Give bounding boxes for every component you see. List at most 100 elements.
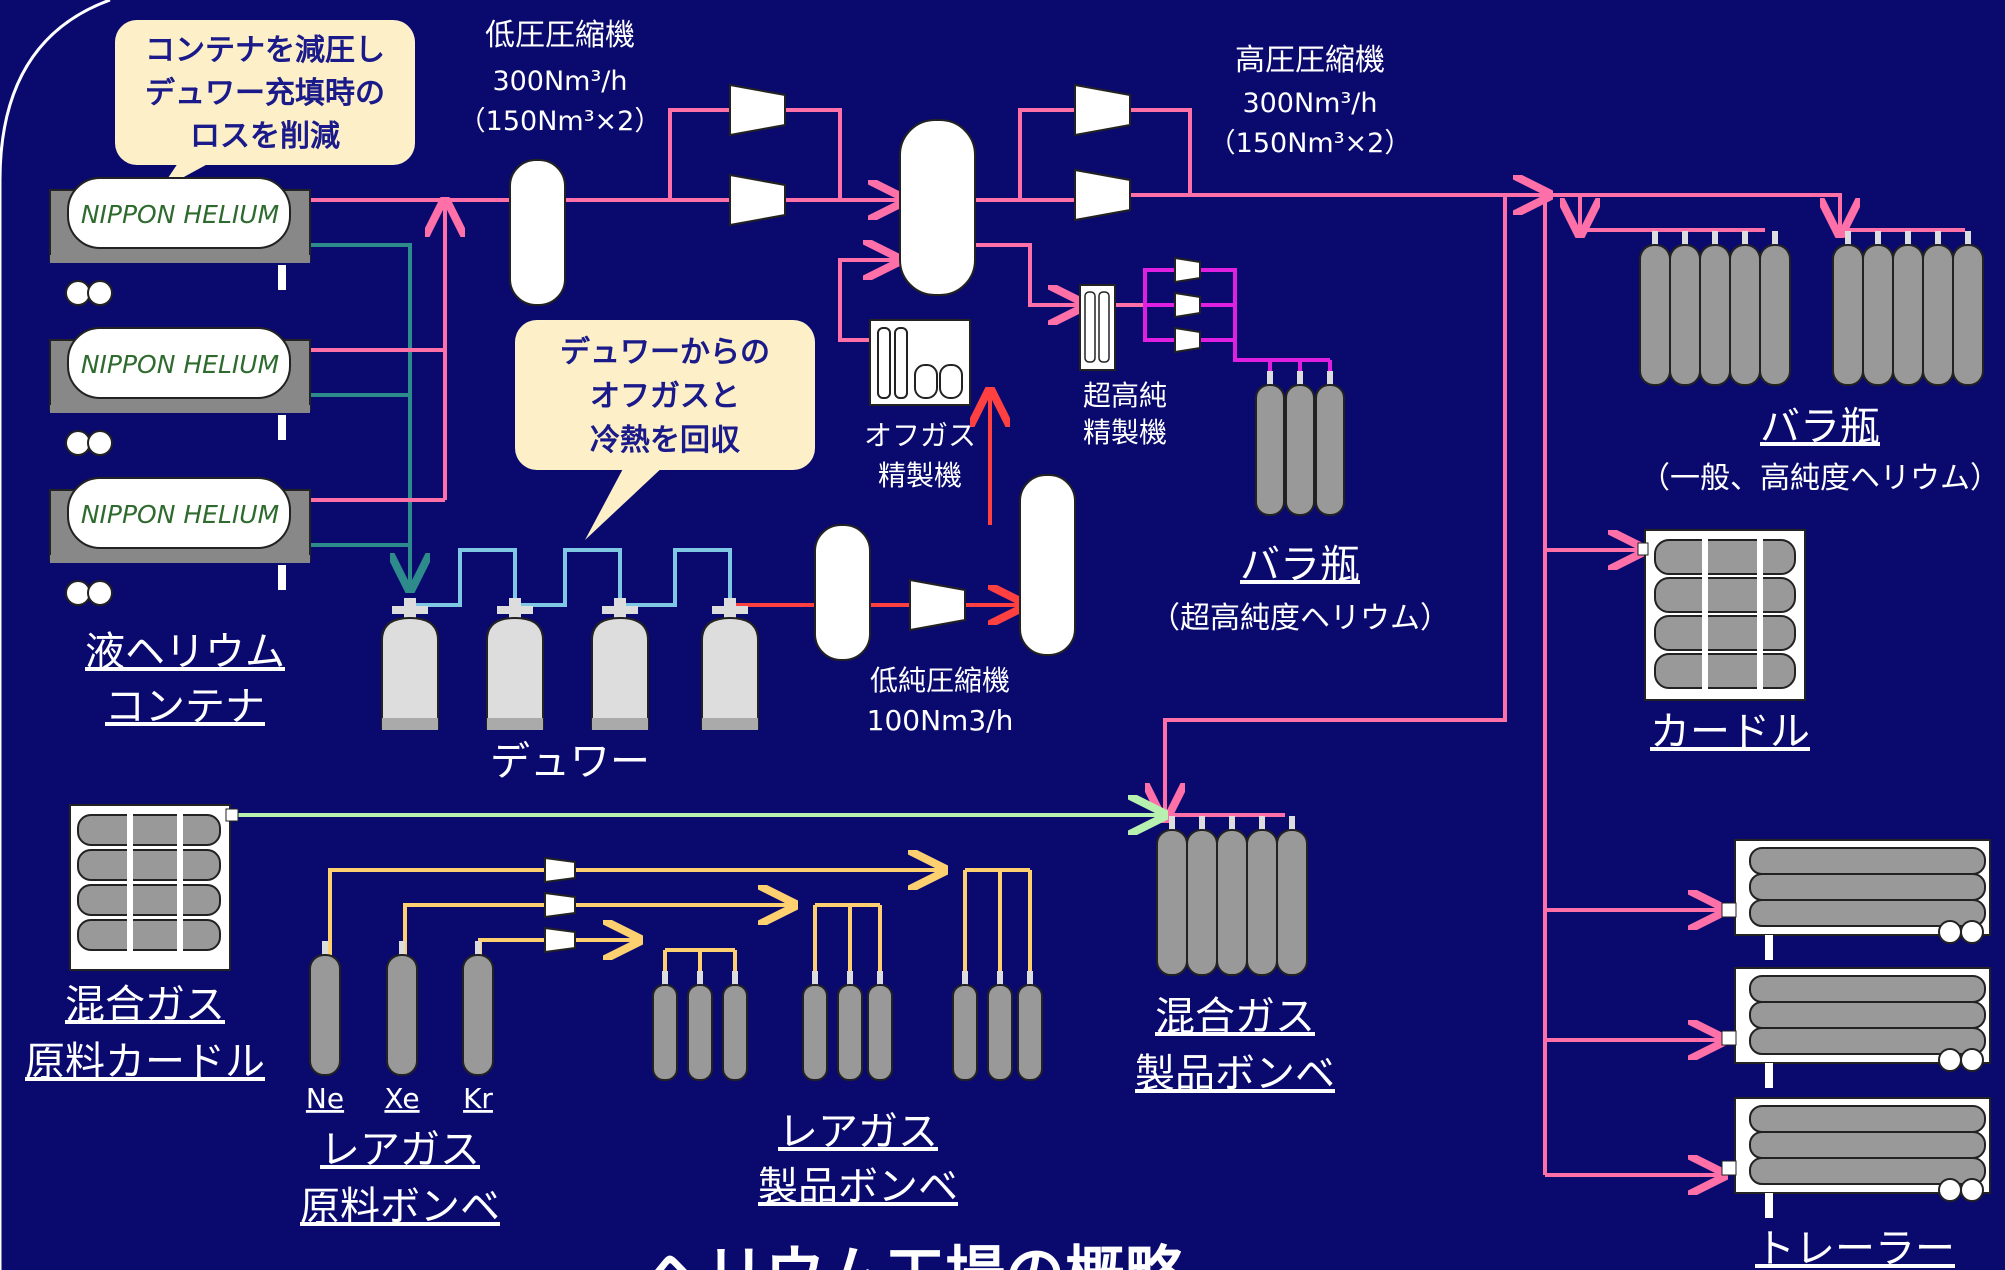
ultra-compressor-icon [1174,326,1201,354]
cylinder-valve [732,971,738,987]
container-stand [278,415,286,440]
gas-cylinder [987,971,1013,1081]
mix-gas-product-label: 混合ガス [1155,994,1315,1040]
gas-cylinder [687,971,713,1081]
offgas-purifier-label: 精製機 [878,459,962,492]
main-gas-holder-tank [899,119,976,296]
cylinder-body [1639,244,1671,386]
trailers [1721,839,1991,1218]
container-brand-text: NIPPON HELIUM [81,500,279,529]
cylinder-valve [475,941,481,957]
cylinder-valve [1027,971,1033,987]
cylinder-valve [962,971,968,987]
callout-text-line: コンテナを減圧し [145,33,385,68]
cylinder-body [1862,244,1894,386]
dewar-vessel [381,598,439,730]
trailer-stand [1765,1063,1773,1088]
general-bottles [1639,231,1984,386]
frame-border [0,0,111,1270]
cylinder-body [867,984,893,1081]
rare-gas-product-label: レアガス [778,1109,938,1155]
trailer-coupler [1721,902,1737,918]
wheel-icon [1960,1048,1984,1072]
rare-gas-name: Ne [306,1082,344,1115]
ultra-purifier [1079,284,1116,371]
container-tank [67,177,291,249]
hp-compressor-label: 高圧圧縮機 [1235,43,1385,78]
rare-gas-source-label: レアガス [320,1127,480,1173]
wheel-icon [1938,920,1962,944]
dewar-body [486,616,544,729]
cylinder-valve [847,971,853,987]
cylinder-body [837,984,863,1081]
rare-gas-source-label: 原料ボンベ [300,1184,500,1230]
gas-cylinder [1669,231,1701,386]
rare-gas-name: Xe [384,1082,419,1115]
gas-cylinder [1156,816,1188,976]
cylinder-valve [322,941,328,957]
gas-cylinder [1952,231,1984,386]
rare-compressor-icon [544,926,576,954]
trailer-tube [1749,1001,1986,1029]
cylinder-body [722,984,748,1081]
lp-compressor-icon [729,83,786,137]
dewar-base [487,718,543,730]
trailer-stand [1765,935,1773,960]
lowpurity-compressor-flow: 100Nm3/h [867,704,1014,737]
cylinder-valve [1259,816,1265,832]
dewar-base [702,718,758,730]
lp-buffer-tank [509,159,566,306]
gas-cylinder [867,971,893,1081]
general-bottles-title: バラ瓶 [1760,404,1880,450]
gas-cylinder [386,941,418,1076]
container-base [50,555,310,563]
cylinder-valve [1682,231,1688,247]
ultra-compressor-icon [1174,291,1201,319]
rare-gas-bottles [309,941,1043,1081]
wheel-icon [1938,1048,1962,1072]
hp-compressor-flow: 300Nm³/h [1242,88,1377,119]
trailer-tube [1749,1027,1986,1055]
cylinder-body [1699,244,1731,386]
cylinder-valve [1965,231,1971,247]
cylinder-body [1922,244,1954,386]
dewar-body [381,616,439,729]
cylinder-body [309,954,341,1076]
cylinder-body [1285,384,1315,516]
cylinder-valve [1289,816,1295,832]
curdle-label: カードル [1650,709,1810,755]
gas-cylinder [1216,816,1248,976]
gas-cylinder [1246,816,1278,976]
cylinder-body [1315,384,1345,516]
cylinder-valve [1712,231,1718,247]
lp-compressor-units: （150Nm³×2） [459,106,662,137]
gas-cylinder [652,971,678,1081]
cylinder-body [687,984,713,1081]
wheel-icon [65,280,91,306]
wheel-icon [1960,920,1984,944]
cylinder-valve [1742,231,1748,247]
dewars [381,598,759,730]
trailer-tube [1749,847,1986,875]
dewar-valve-handle [602,606,638,614]
gas-cylinder [1759,231,1791,386]
callout-text-line: デュワー充填時の [145,76,385,111]
trailer-label: トレーラー [1755,1226,1955,1270]
callout-text-line: オフガスと [590,379,740,414]
dewar-body [701,616,759,729]
cylinder-body [462,954,494,1076]
cylinder-valve [812,971,818,987]
hp-compressor-icon [1074,168,1131,222]
callout-text-line: ロスを削減 [190,119,340,154]
wheel-icon [65,430,91,456]
container-label: 液ヘリウム [85,629,285,675]
trailer-tube [1749,873,1986,901]
ultra-purifier-label: 精製機 [1083,416,1167,449]
dewar-vessel [701,598,759,730]
cylinder-body [802,984,828,1081]
trailer-stand [1765,1193,1773,1218]
gas-cylinder [1892,231,1924,386]
wheel-icon [65,580,91,606]
tube-trailer [1721,1097,1991,1218]
